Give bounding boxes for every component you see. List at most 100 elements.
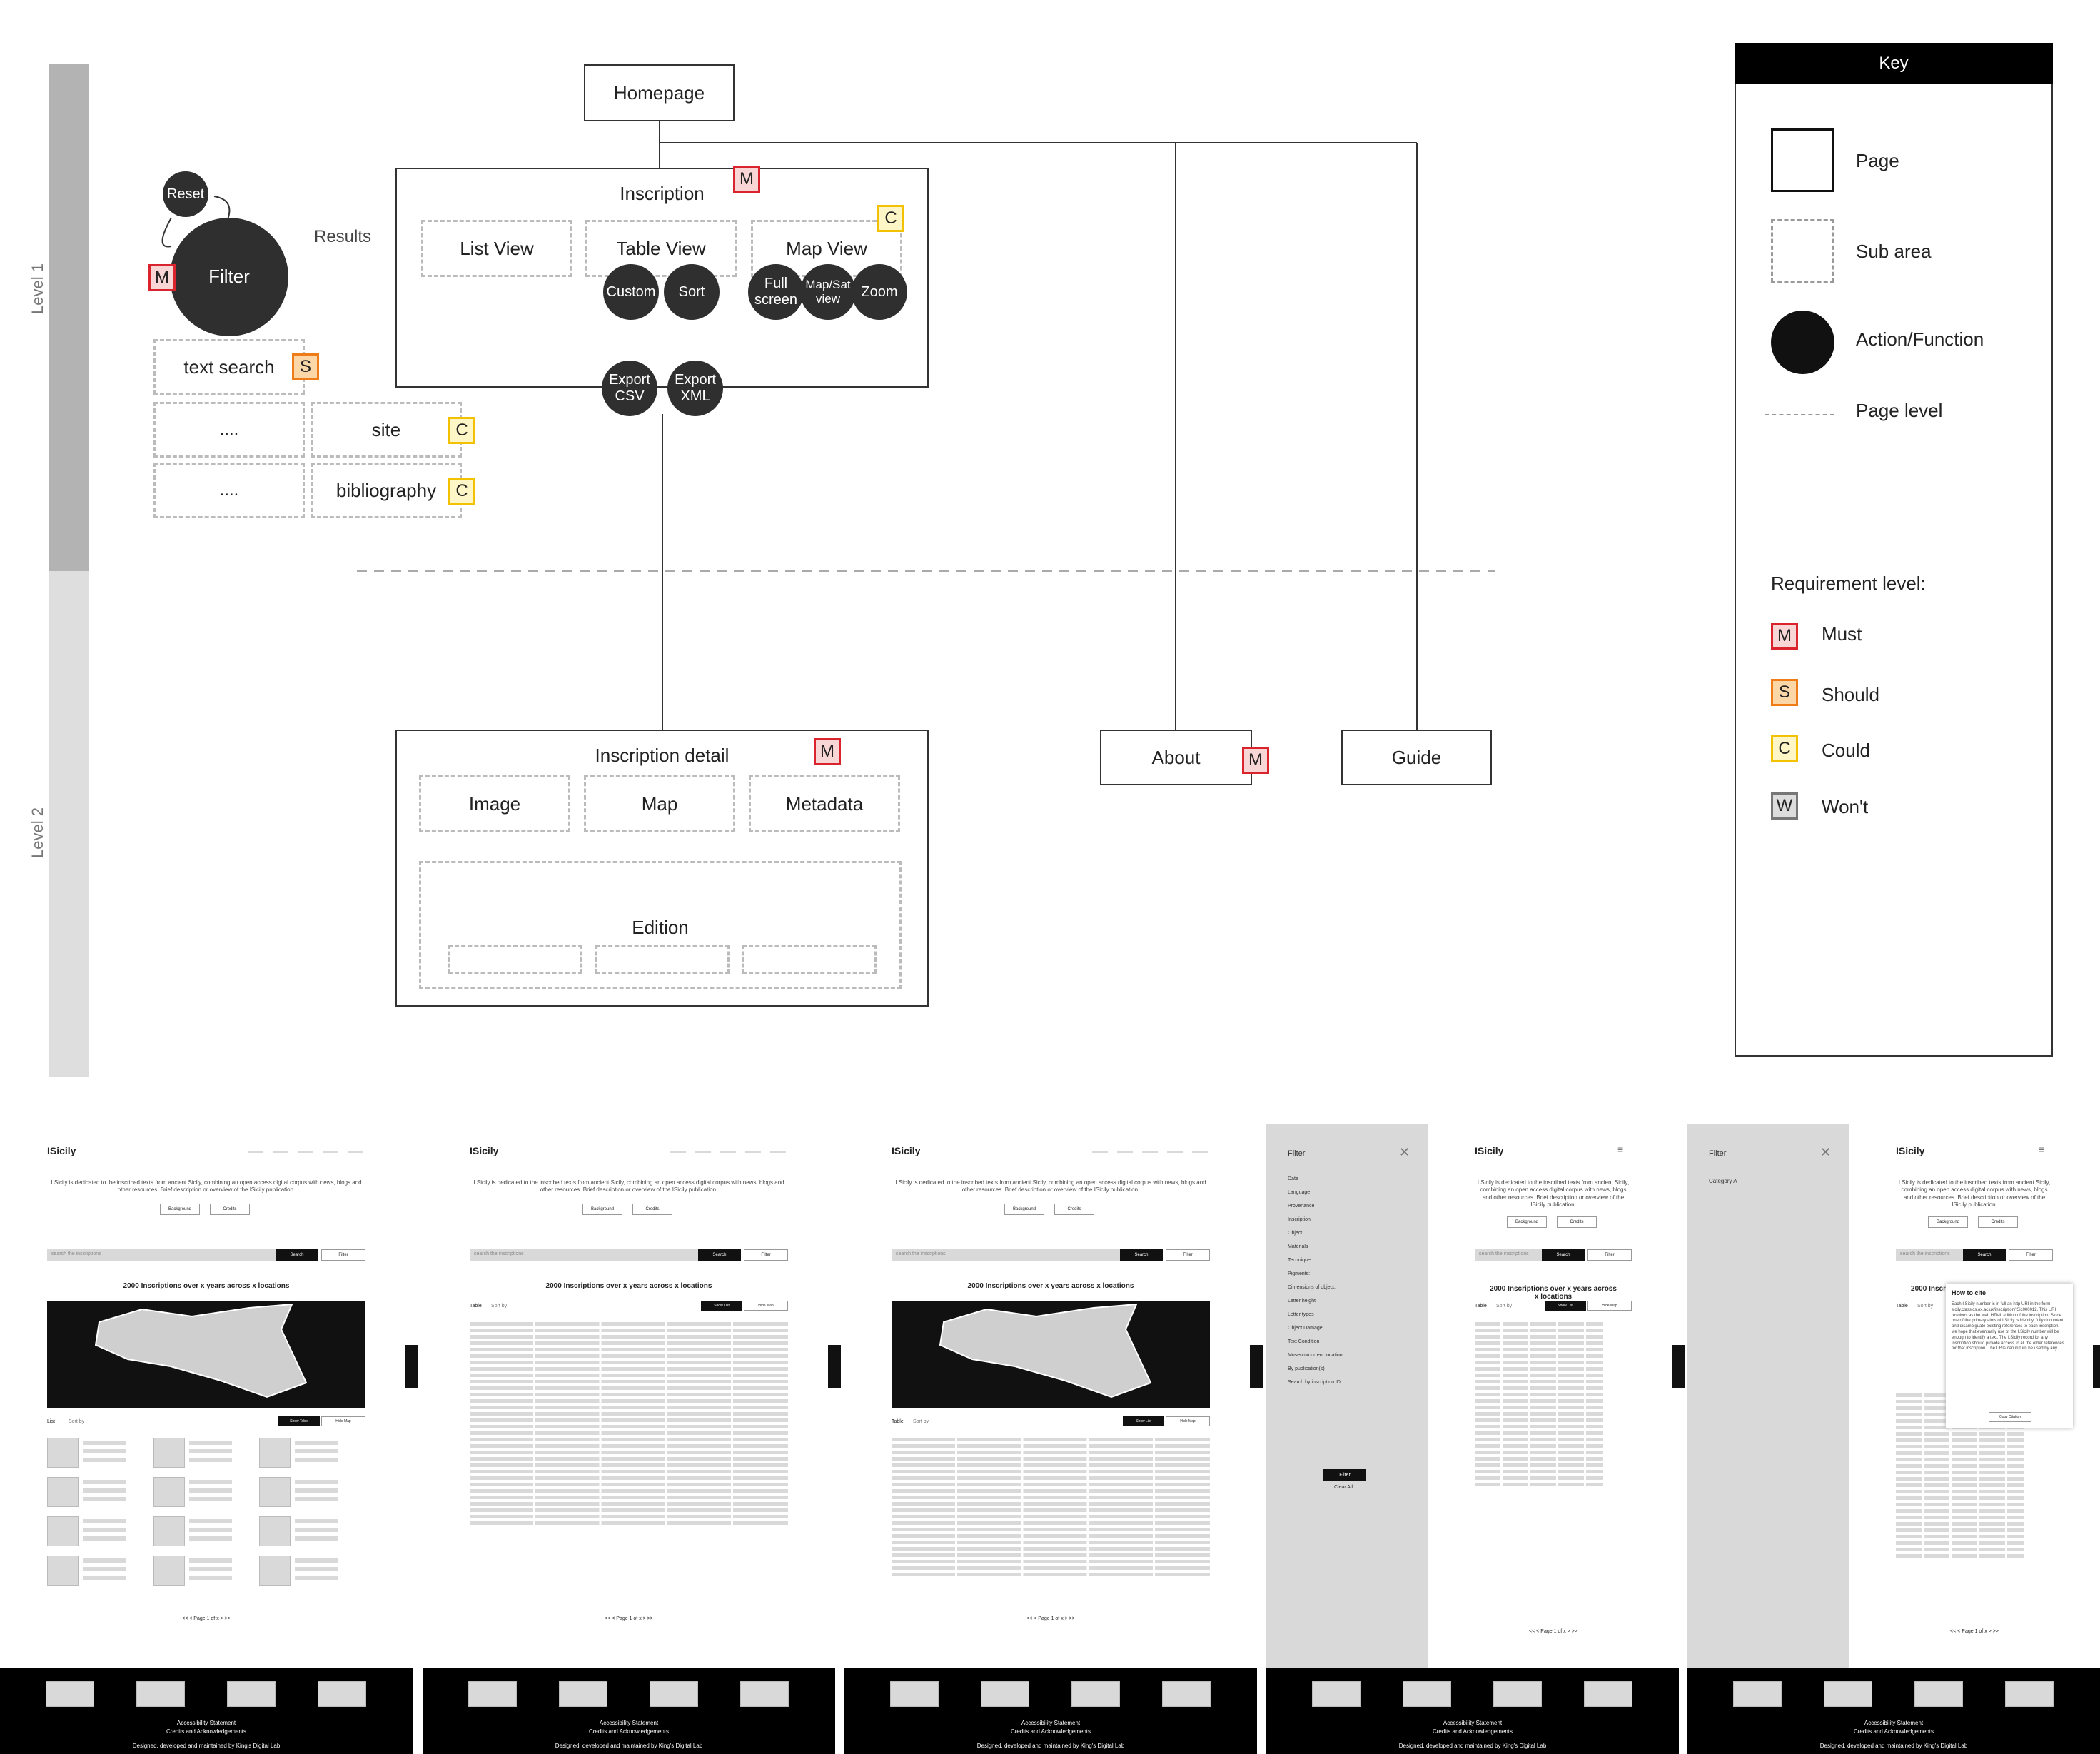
thumbnail-image-icon[interactable] <box>153 1516 185 1546</box>
nav-link[interactable] <box>1117 1151 1133 1153</box>
footer-logo-icon[interactable] <box>740 1681 789 1707</box>
footer-logo-icon[interactable] <box>890 1681 939 1707</box>
nav-link[interactable] <box>1192 1151 1208 1153</box>
footer-accessibility-link[interactable]: Accessibility Statement <box>1443 1720 1503 1726</box>
nav-link[interactable] <box>323 1151 338 1153</box>
search-button[interactable]: Search <box>1963 1249 2006 1261</box>
footer-logo-icon[interactable] <box>1733 1681 1782 1707</box>
filter-item[interactable]: Provenance <box>1288 1204 1315 1209</box>
site-logo[interactable]: ISicily <box>470 1145 499 1156</box>
hide-map-button[interactable]: Hide Map <box>1587 1301 1632 1311</box>
filter-item[interactable]: Museum/current location <box>1288 1353 1343 1358</box>
site-logo[interactable]: ISicily <box>47 1145 76 1156</box>
filter-item[interactable]: Letter types <box>1288 1312 1314 1317</box>
filter-item[interactable]: Dimensions of object: <box>1288 1285 1336 1290</box>
feedback-tab[interactable] <box>1250 1345 1263 1388</box>
filter-item[interactable]: Language <box>1288 1190 1311 1195</box>
search-input[interactable]: search the inscriptions <box>47 1249 276 1261</box>
thumbnail-image-icon[interactable] <box>47 1477 79 1507</box>
credits-button[interactable]: Credits <box>1054 1204 1094 1215</box>
clear-all-link[interactable]: Clear All <box>1334 1485 1353 1490</box>
filter-item[interactable]: Search by inscription ID <box>1288 1380 1341 1385</box>
filter-item[interactable]: Object <box>1288 1231 1303 1236</box>
filter-item[interactable]: Object Damage <box>1288 1326 1323 1331</box>
filter-apply-button[interactable]: Filter <box>1323 1469 1366 1481</box>
footer-logo-icon[interactable] <box>1403 1681 1451 1707</box>
footer-logo-icon[interactable] <box>1162 1681 1211 1707</box>
toggle-view-button[interactable]: Show List <box>1545 1301 1586 1311</box>
sort-by-dropdown[interactable]: Sort by <box>1917 1304 1934 1309</box>
footer-logo-icon[interactable] <box>650 1681 698 1707</box>
footer-accessibility-link[interactable]: Accessibility Statement <box>1021 1720 1081 1726</box>
pagination[interactable]: << < Page 1 of x > >> <box>182 1616 231 1621</box>
footer-credits-link[interactable]: Credits and Acknowledgements <box>1432 1728 1513 1735</box>
footer-logo-icon[interactable] <box>559 1681 607 1707</box>
footer-logo-icon[interactable] <box>981 1681 1029 1707</box>
nav-link[interactable] <box>695 1151 711 1153</box>
footer-logo-icon[interactable] <box>1584 1681 1632 1707</box>
pagination[interactable]: << < Page 1 of x > >> <box>1529 1629 1577 1634</box>
thumbnail-image-icon[interactable] <box>47 1516 79 1546</box>
search-button[interactable]: Search <box>698 1249 741 1261</box>
footer-logo-icon[interactable] <box>46 1681 94 1707</box>
pagination[interactable]: << < Page 1 of x > >> <box>1026 1616 1075 1621</box>
filter-item[interactable]: Text Condition <box>1288 1339 1320 1344</box>
sort-by-dropdown[interactable]: Sort by <box>491 1304 508 1309</box>
footer-credits-link[interactable]: Credits and Acknowledgements <box>588 1728 670 1735</box>
thumbnail-image-icon[interactable] <box>153 1438 185 1468</box>
footer-logo-icon[interactable] <box>318 1681 366 1707</box>
search-input[interactable]: search the inscriptions <box>1475 1249 1542 1261</box>
nav-link[interactable] <box>770 1151 786 1153</box>
thumbnail-image-icon[interactable] <box>47 1556 79 1586</box>
pagination[interactable]: << < Page 1 of x > >> <box>605 1616 653 1621</box>
search-input[interactable]: search the inscriptions <box>892 1249 1120 1261</box>
footer-logo-icon[interactable] <box>1071 1681 1120 1707</box>
nav-link[interactable] <box>1167 1151 1183 1153</box>
sort-by-dropdown[interactable]: Sort by <box>1496 1304 1513 1309</box>
nav-link[interactable] <box>348 1151 363 1153</box>
thumbnail-image-icon[interactable] <box>259 1477 291 1507</box>
background-button[interactable]: Background <box>1928 1216 1968 1228</box>
footer-accessibility-link[interactable]: Accessibility Statement <box>176 1720 236 1726</box>
filter-button[interactable]: Filter <box>744 1249 788 1261</box>
site-logo[interactable]: ISicily <box>1475 1145 1504 1156</box>
background-button[interactable]: Background <box>1004 1204 1044 1215</box>
background-button[interactable]: Background <box>1507 1216 1547 1228</box>
toggle-view-button[interactable]: Show Table <box>278 1416 320 1426</box>
footer-logo-icon[interactable] <box>1312 1681 1361 1707</box>
credits-button[interactable]: Credits <box>210 1204 250 1215</box>
thumbnail-image-icon[interactable] <box>47 1438 79 1468</box>
filter-item[interactable]: Letter height <box>1288 1299 1316 1304</box>
feedback-tab[interactable] <box>405 1345 418 1388</box>
search-button[interactable]: Search <box>1120 1249 1163 1261</box>
nav-link[interactable] <box>1092 1151 1108 1153</box>
hide-map-button[interactable]: Hide Map <box>321 1416 365 1426</box>
filter-button[interactable]: Filter <box>321 1249 365 1261</box>
hide-map-button[interactable]: Hide Map <box>1166 1416 1210 1426</box>
filter-item[interactable]: Inscription <box>1288 1217 1311 1222</box>
nav-link[interactable] <box>720 1151 736 1153</box>
close-icon[interactable]: ✕ <box>1399 1145 1410 1159</box>
toggle-view-button[interactable]: Show List <box>1123 1416 1164 1426</box>
credits-button[interactable]: Credits <box>1978 1216 2018 1228</box>
background-button[interactable]: Background <box>582 1204 622 1215</box>
thumbnail-image-icon[interactable] <box>259 1438 291 1468</box>
footer-credits-link[interactable]: Credits and Acknowledgements <box>166 1728 247 1735</box>
credits-button[interactable]: Credits <box>1557 1216 1597 1228</box>
menu-icon[interactable]: ≡ <box>2039 1144 2045 1155</box>
toggle-view-button[interactable]: Show List <box>701 1301 742 1311</box>
footer-credits-link[interactable]: Credits and Acknowledgements <box>1853 1728 1934 1735</box>
map-area[interactable] <box>892 1301 1210 1408</box>
thumbnail-image-icon[interactable] <box>259 1516 291 1546</box>
footer-logo-icon[interactable] <box>1493 1681 1542 1707</box>
thumbnail-image-icon[interactable] <box>259 1556 291 1586</box>
nav-link[interactable] <box>248 1151 263 1153</box>
pagination[interactable]: << < Page 1 of x > >> <box>1950 1629 1999 1634</box>
filter-button[interactable]: Filter <box>2009 1249 2053 1261</box>
thumbnail-image-icon[interactable] <box>153 1477 185 1507</box>
footer-logo-icon[interactable] <box>2005 1681 2054 1707</box>
filter-button[interactable]: Filter <box>1166 1249 1210 1261</box>
feedback-tab[interactable] <box>2093 1345 2100 1388</box>
nav-link[interactable] <box>273 1151 288 1153</box>
filter-item[interactable]: Pigments: <box>1288 1271 1311 1276</box>
